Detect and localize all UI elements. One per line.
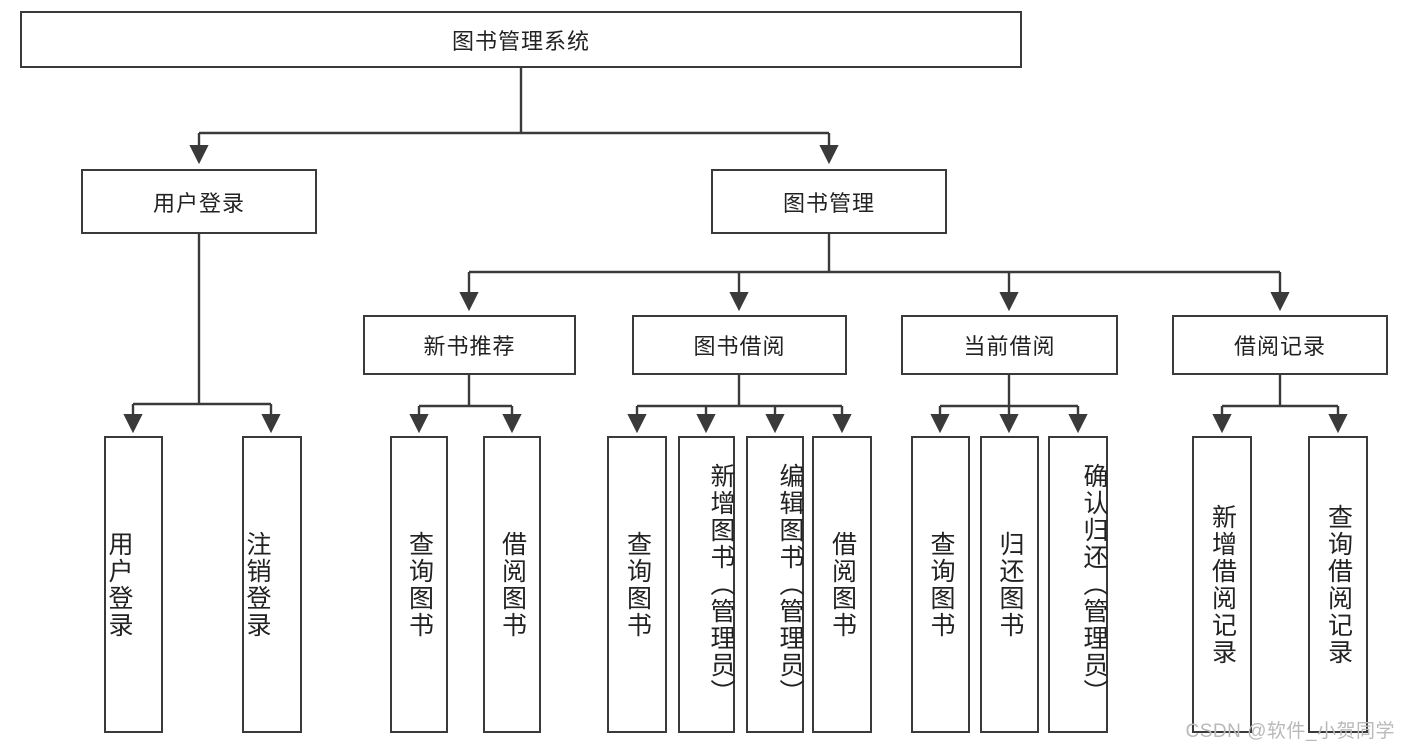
node-leaf-edit-book[interactable]: 编辑图书（管理员） [746,436,804,733]
node-leaf-borrow-book-2-label: 借阅图书 [828,530,857,639]
csdn-watermark: CSDN @软件_小贺同学 [1185,721,1395,742]
node-new-book-rec-label: 新书推荐 [423,334,516,359]
node-leaf-query-book-3-label: 查询图书 [927,530,955,639]
node-leaf-logout-login-label: 注销登录 [243,530,271,639]
node-leaf-user-login[interactable]: 用户登录 [104,436,163,733]
node-book-borrow[interactable]: 图书借阅 [632,315,847,375]
node-leaf-confirm-return[interactable]: 确认归还（管理员） [1048,436,1108,733]
node-leaf-logout-login[interactable]: 注销登录 [242,436,302,733]
node-user-login[interactable]: 用户登录 [81,169,317,234]
node-leaf-borrow-book-2[interactable]: 借阅图书 [812,436,872,733]
node-leaf-confirm-return-label: 确认归还（管理员） [1080,463,1108,706]
node-leaf-return-book-label: 归还图书 [996,530,1024,639]
node-leaf-add-book-label: 新增图书（管理员） [707,463,735,706]
node-leaf-query-book-1-label: 查询图书 [405,530,434,639]
node-borrow-record[interactable]: 借阅记录 [1172,315,1388,375]
node-leaf-borrow-book-1[interactable]: 借阅图书 [483,436,541,733]
node-leaf-query-book-3[interactable]: 查询图书 [911,436,970,733]
node-book-borrow-label: 图书借阅 [693,334,786,359]
node-book-manage[interactable]: 图书管理 [711,169,947,234]
node-leaf-add-record-label: 新增借阅记录 [1208,503,1237,666]
node-leaf-query-book-2[interactable]: 查询图书 [607,436,667,733]
node-leaf-query-book-2-label: 查询图书 [623,530,652,639]
node-book-manage-label: 图书管理 [782,190,875,216]
node-root-label: 图书管理系统 [451,28,590,54]
node-leaf-edit-book-label: 编辑图书（管理员） [776,463,804,706]
node-leaf-query-record[interactable]: 查询借阅记录 [1308,436,1368,733]
node-leaf-query-book-1[interactable]: 查询图书 [390,436,448,733]
node-current-borrow-label: 当前借阅 [963,334,1056,359]
node-current-borrow[interactable]: 当前借阅 [901,315,1118,375]
node-new-book-rec[interactable]: 新书推荐 [363,315,576,375]
node-leaf-add-record[interactable]: 新增借阅记录 [1192,436,1252,733]
node-borrow-record-label: 借阅记录 [1233,334,1326,359]
node-user-login-label: 用户登录 [152,190,245,216]
node-leaf-query-record-label: 查询借阅记录 [1324,503,1353,666]
node-root[interactable]: 图书管理系统 [20,11,1022,68]
node-leaf-add-book[interactable]: 新增图书（管理员） [678,436,735,733]
node-leaf-borrow-book-1-label: 借阅图书 [498,530,527,639]
node-leaf-user-login-label: 用户登录 [105,530,133,639]
node-leaf-return-book[interactable]: 归还图书 [980,436,1039,733]
